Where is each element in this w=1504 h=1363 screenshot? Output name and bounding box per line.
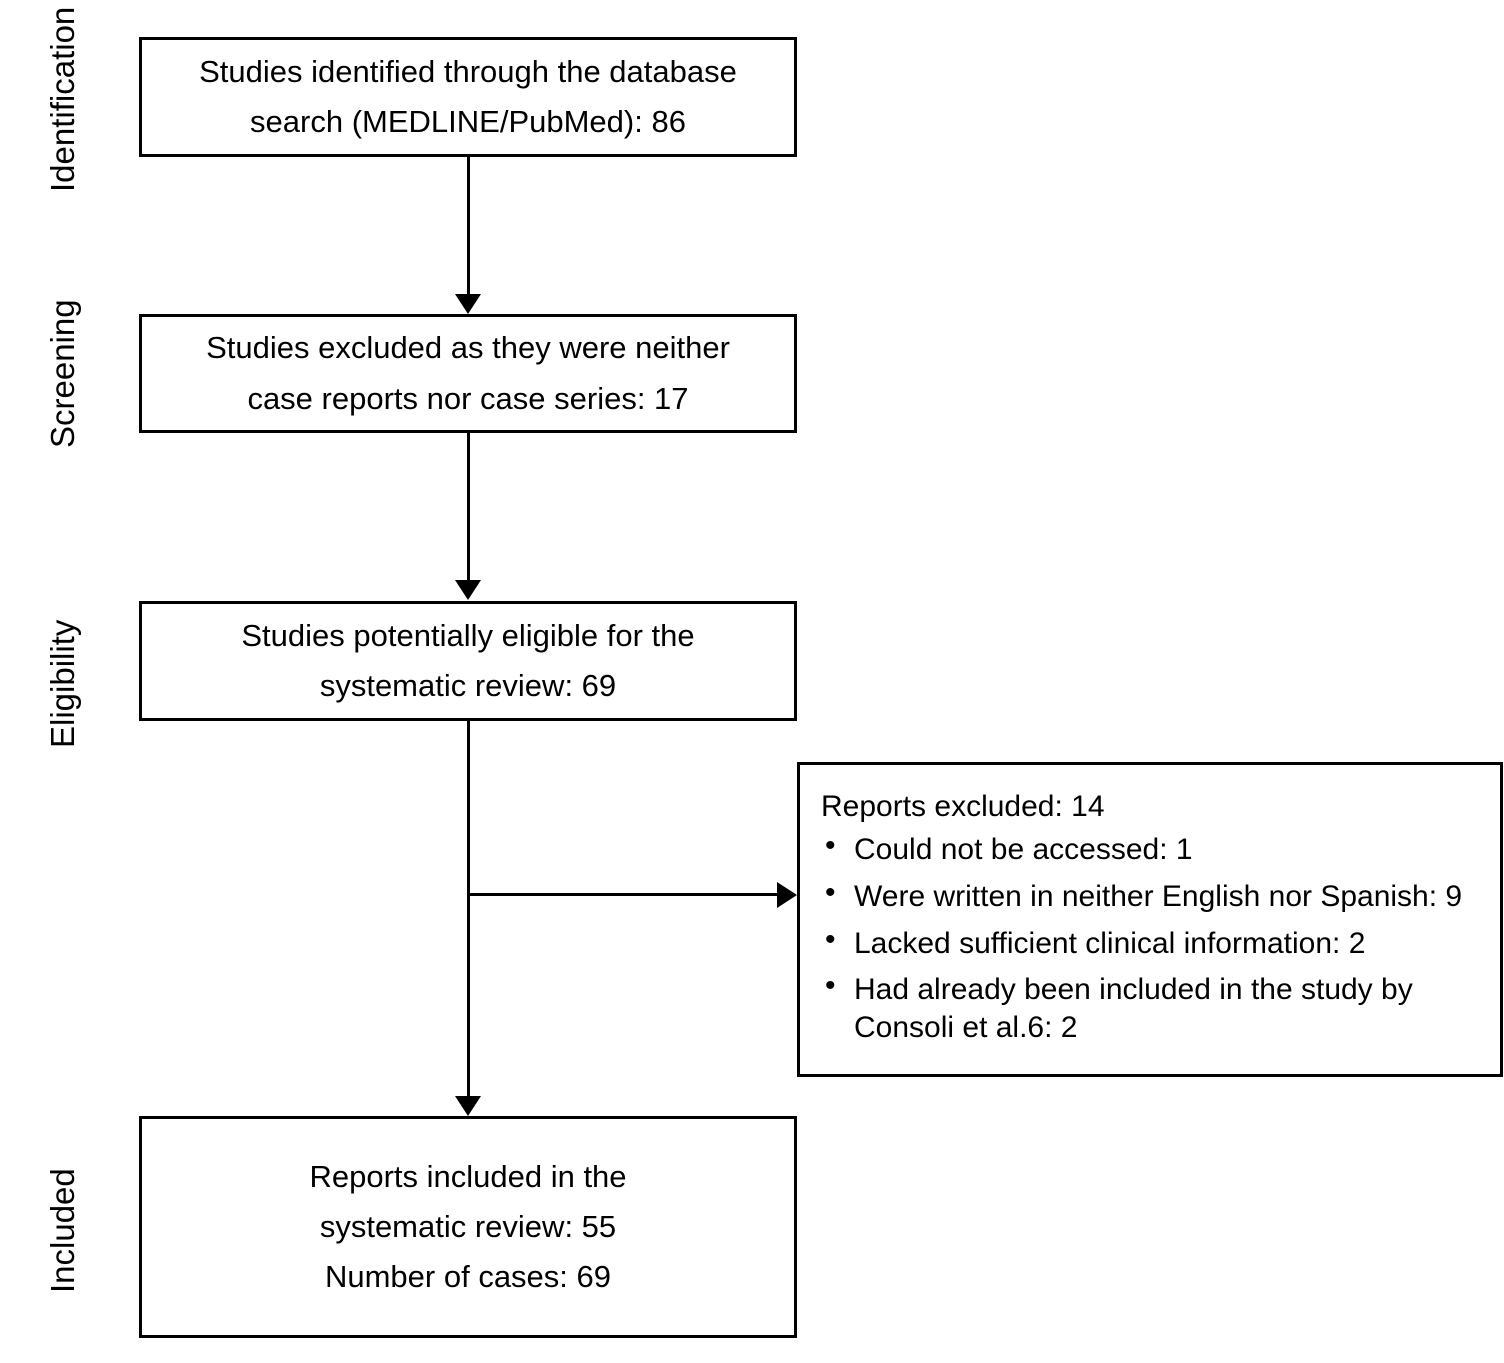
arrow-branch-to-reports-excluded [777,882,797,908]
box-studies-excluded-line-1: Studies excluded as they were neither [206,330,730,366]
box-potentially-eligible-line-1: Studies potentially eligible for the [241,617,695,653]
box-reports-included: Reports included in the systematic revie… [139,1116,797,1338]
box-studies-identified: Studies identified through the database … [139,37,797,157]
stage-label-screening-text: Screening [44,299,81,448]
connector-excluded-to-eligible [467,433,470,581]
bullet-icon: • [825,829,836,862]
reports-excluded-reason-list: • Could not be accessed: 1 • Were writte… [821,831,1492,1047]
connector-eligible-to-included [467,721,470,1099]
box-reports-included-line-3: Number of cases: 69 [324,1259,612,1295]
arrow-excluded-to-eligible [455,580,481,600]
box-reports-included-line-1: Reports included in the [309,1158,627,1194]
reports-excluded-reason-item: • Lacked sufficient clinical information… [821,922,1492,963]
reports-excluded-reason-item: • Were written in neither English nor Sp… [821,875,1492,916]
reports-excluded-reason-item: • Could not be accessed: 1 [821,831,1492,869]
box-reports-excluded: Reports excluded: 14 • Could not be acce… [797,762,1503,1077]
reports-excluded-reason-text: Lacked sufficient clinical information: … [854,926,1366,960]
box-studies-identified-line-2: search (MEDLINE/PubMed): 86 [250,104,686,139]
reports-excluded-title: Reports excluded: 14 [821,790,1105,823]
connector-identified-to-excluded [467,157,470,297]
connector-branch-to-reports-excluded [467,893,779,896]
box-studies-excluded-line-2: case reports nor case series: 17 [247,380,689,416]
stage-label-eligibility-text: Eligibility [44,619,81,748]
bullet-icon: • [825,875,836,909]
box-studies-excluded-not-case-reports: Studies excluded as they were neither ca… [139,314,797,433]
arrow-identified-to-excluded [455,294,481,314]
box-studies-identified-line-1: Studies identified through the database [199,53,737,89]
reports-excluded-reason-text: Had already been included in the study b… [854,973,1413,1045]
stage-label-included-text: Included [44,1168,81,1293]
bullet-icon: • [825,922,836,956]
arrow-eligible-to-included [455,1096,481,1116]
box-studies-potentially-eligible: Studies potentially eligible for the sys… [139,601,797,721]
box-reports-included-line-2: systematic review: 55 [319,1208,617,1244]
reports-excluded-reason-item: • Had already been included in the study… [821,971,1492,1047]
bullet-icon: • [825,969,836,1003]
stage-label-identification-text: Identification [44,6,81,192]
reports-excluded-reason-text: Could not be accessed: 1 [854,833,1193,866]
reports-excluded-reason-text: Were written in neither English nor Span… [854,879,1463,913]
box-potentially-eligible-line-2: systematic review: 69 [319,668,617,703]
